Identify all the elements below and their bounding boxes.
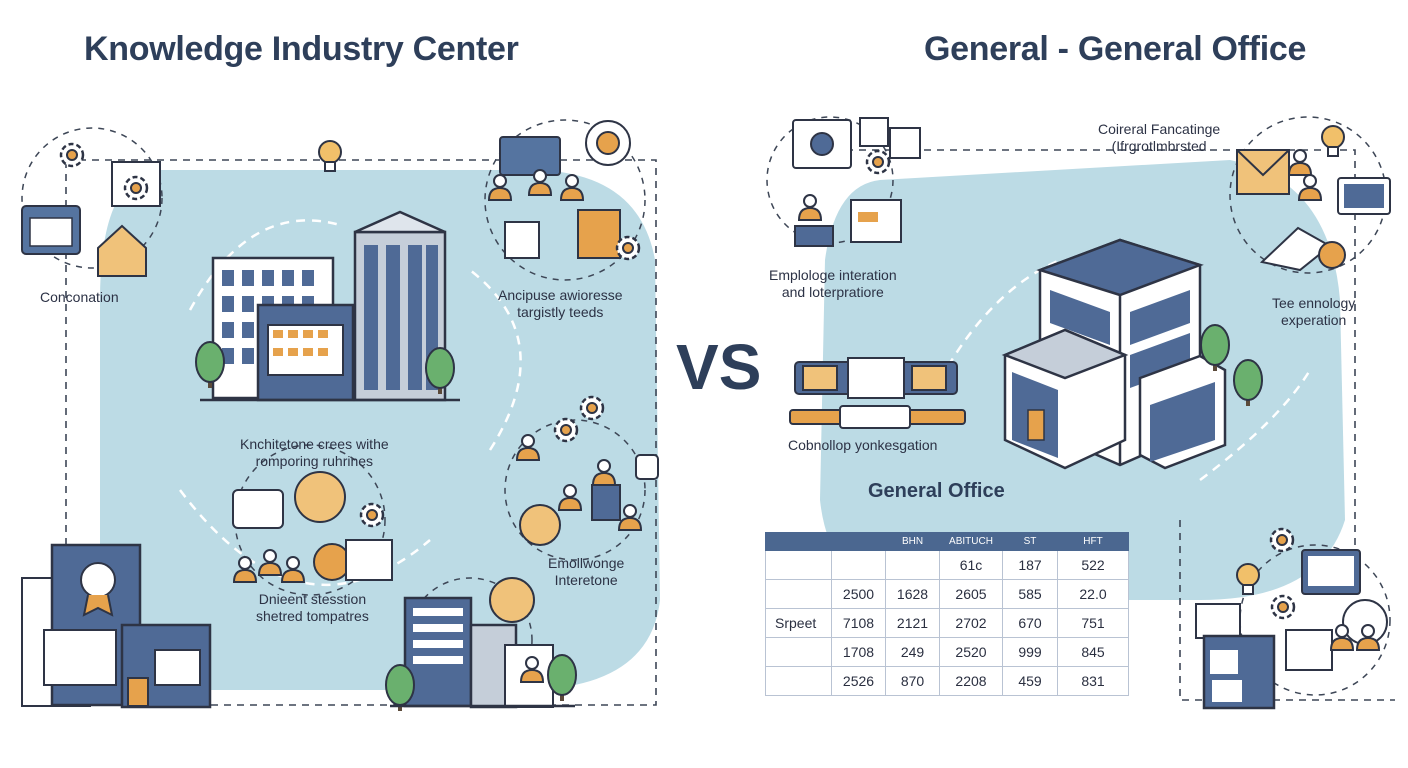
table-cell: 870	[885, 666, 940, 696]
label-anticipus: Ancipuse awioresse targistly teeds	[498, 287, 623, 321]
label-architecture-line2: romporing ruhrines	[255, 453, 374, 469]
table-cell: 249	[885, 637, 940, 667]
table-cell: 2520	[939, 637, 1003, 667]
table-header-cell	[831, 532, 886, 551]
table-row: Srpeet 7108 2121 2702 670 751	[765, 608, 1129, 638]
table-cell	[765, 666, 832, 696]
table-header-cell	[765, 532, 832, 551]
table-cell: Srpeet	[765, 608, 832, 638]
table-cell: 1708	[831, 637, 886, 667]
table-row: 2526 870 2208 459 831	[765, 666, 1129, 696]
table-cell: 1628	[885, 579, 940, 609]
table-cell: 22.0	[1057, 579, 1129, 609]
table-row: 61c 187 522	[765, 550, 1129, 580]
table-cell: 751	[1057, 608, 1129, 638]
office-data-table: BHN ABITUCH ST HFT 61c 187 522 2500 1628…	[765, 532, 1129, 696]
table-cell: 2208	[939, 666, 1003, 696]
label-anticipus-line2: targistly teeds	[517, 304, 604, 320]
table-cell: 2526	[831, 666, 886, 696]
label-shared-line1: Dnieent stesstion	[258, 591, 367, 607]
right-panel-illustration	[766, 116, 1395, 710]
table-cell: 831	[1057, 666, 1129, 696]
table-header-cell: BHN	[885, 532, 940, 551]
table-header-cell: ST	[1002, 532, 1058, 551]
label-architecture: Knchitetone crees withe romporing ruhrin…	[240, 436, 389, 470]
table-cell: 2702	[939, 608, 1003, 638]
label-employee: Emplologe interation and loterpratiore	[769, 267, 897, 301]
table-row: 2500 1628 2605 585 22.0	[765, 579, 1129, 609]
table-cell: 845	[1057, 637, 1129, 667]
table-header-row: BHN ABITUCH ST HFT	[765, 532, 1129, 551]
table-row: 1708 249 2520 999 845	[765, 637, 1129, 667]
label-shared: Dnieent stesstion shetred tompatres	[256, 591, 369, 625]
table-cell: 670	[1002, 608, 1058, 638]
label-employee-line1: Emplologe interation	[769, 267, 897, 283]
table-cell: 2121	[885, 608, 940, 638]
table-header-cell: HFT	[1057, 532, 1129, 551]
label-emollience-line2: Interetone	[554, 572, 618, 588]
table-header-cell: ABITUCH	[939, 532, 1003, 551]
label-technology-line2: experation	[1280, 312, 1347, 328]
label-coireral-line2: (Ifrgrotlmbrsted	[1111, 138, 1207, 154]
table-cell: 999	[1002, 637, 1058, 667]
vs-label: VS	[676, 331, 762, 403]
table-cell: 187	[1002, 550, 1058, 580]
label-anticipus-line1: Ancipuse awioresse	[498, 287, 623, 303]
table-cell: 522	[1057, 550, 1129, 580]
left-title: Knowledge Industry Center	[84, 30, 519, 68]
label-architecture-line1: Knchitetone crees withe	[240, 436, 389, 452]
table-cell	[885, 550, 940, 580]
right-title: General - General Office	[924, 30, 1307, 68]
label-coireral-line1: Coireral Fancatinge	[1098, 121, 1221, 137]
table-cell	[765, 637, 832, 667]
label-employee-line2: and loterpratiore	[781, 284, 884, 300]
table-cell: 585	[1002, 579, 1058, 609]
table-cell	[765, 550, 832, 580]
label-shared-line2: shetred tompatres	[256, 608, 369, 624]
table-cell: 459	[1002, 666, 1058, 696]
table-cell: 2500	[831, 579, 886, 609]
table-cell	[765, 579, 832, 609]
table-cell: 7108	[831, 608, 886, 638]
table-cell: 2605	[939, 579, 1003, 609]
label-coireral: Coireral Fancatinge (Ifrgrotlmbrsted	[1098, 121, 1220, 155]
table-cell: 61c	[939, 550, 1003, 580]
table-cell	[831, 550, 886, 580]
label-emollience: Emollwonge Interetone	[548, 555, 624, 589]
general-office-subtitle: General Office	[868, 480, 1005, 502]
label-cobnollop: Cobnollop yonkesgation	[788, 437, 938, 453]
label-emollience-line1: Emollwonge	[548, 555, 625, 571]
label-concentration: Conconation	[40, 289, 119, 305]
left-panel-illustration	[21, 119, 660, 712]
label-technology: Tee ennology experation	[1272, 295, 1355, 329]
label-technology-line1: Tee ennology	[1272, 295, 1356, 311]
